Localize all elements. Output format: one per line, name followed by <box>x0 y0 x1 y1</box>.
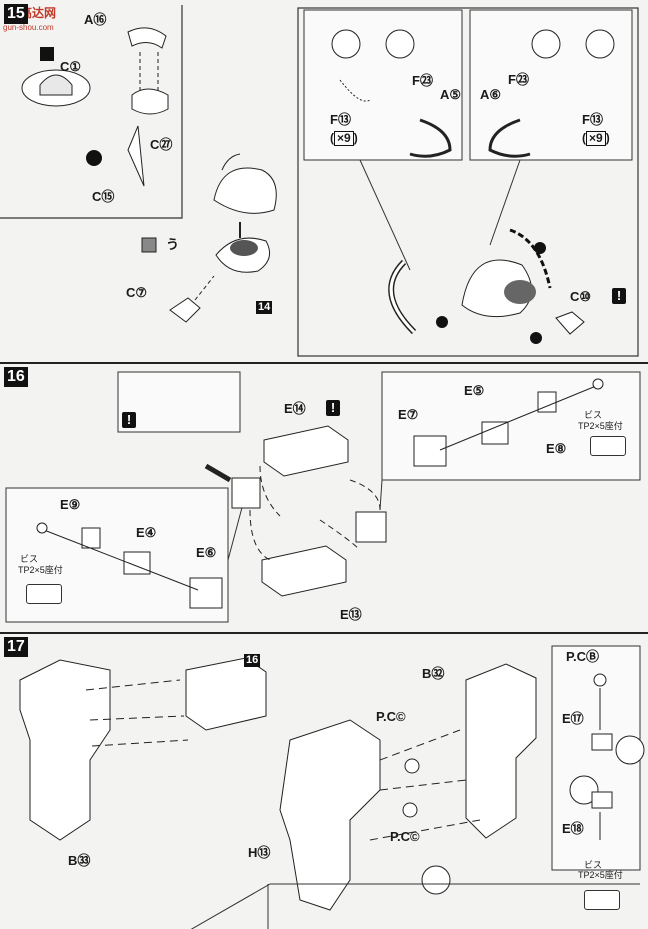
step-16-number: 16 <box>4 367 28 387</box>
part-f13-left-label: F⑬ <box>330 112 351 127</box>
part-f23-left-label: F㉓ <box>412 73 433 88</box>
part-e5-label: E⑤ <box>464 383 485 398</box>
part-e8-label: E⑧ <box>546 441 567 456</box>
caution-icon: ! <box>612 288 626 304</box>
part-pc-b-label: P.CⒷ <box>566 649 599 664</box>
step-17-number: 17 <box>4 637 28 657</box>
sub-step-14-badge: 14 <box>256 301 273 314</box>
part-c27-label: C㉗ <box>150 137 173 152</box>
quantity-x9-left: (×9) <box>330 131 358 146</box>
part-a5-label: A⑤ <box>440 87 462 102</box>
caution-icon: ! <box>326 400 340 416</box>
part-pc-c-upper-label: P.C© <box>376 709 406 724</box>
part-c10-label: C⑩ <box>570 289 592 304</box>
quantity-x9-right: (×9) <box>582 131 610 146</box>
part-b32-label: B㉜ <box>422 666 445 681</box>
part-e13-label: E⑬ <box>340 607 362 622</box>
part-f23-right-label: F㉓ <box>508 72 529 87</box>
step-15-number: 15 <box>4 4 28 24</box>
part-e4-label: E④ <box>136 525 157 540</box>
screw-size-right: TP2×5座付 <box>578 421 623 431</box>
part-a16-label: A⑯ <box>84 12 107 27</box>
part-h13-label: H⑬ <box>248 845 271 860</box>
logo-url: gun-shou.com <box>3 23 54 32</box>
screw-size-step17: TP2×5座付 <box>578 870 623 880</box>
screw-icon <box>590 436 626 456</box>
part-e17-label: E⑰ <box>562 711 584 726</box>
screw-label-step17: ビス <box>584 860 603 870</box>
screw-label-right: ビス <box>584 410 603 420</box>
screw-icon <box>26 584 62 604</box>
caution-icon: ! <box>122 412 136 428</box>
part-f13-right-label: F⑬ <box>582 112 603 127</box>
logo-text: 高达网 <box>20 6 57 20</box>
part-e18-label: E⑱ <box>562 821 584 836</box>
reference-u-label: う <box>166 237 180 252</box>
part-pc-c-lower-label: P.C© <box>390 829 420 844</box>
part-e14-label: E⑭ <box>284 401 306 416</box>
part-c1-label: C① <box>60 59 82 74</box>
reference-step-16-badge: 16 <box>244 654 261 667</box>
part-c15-label: C⑮ <box>92 189 115 204</box>
part-e6-label: E⑥ <box>196 545 217 560</box>
part-a6-label: A⑥ <box>480 87 502 102</box>
part-e7-label: E⑦ <box>398 407 419 422</box>
part-e9-label: E⑨ <box>60 497 81 512</box>
part-b33-label: B㉝ <box>68 853 91 868</box>
screw-label-left: ビス <box>20 554 39 564</box>
part-c7-label: C⑦ <box>126 285 148 300</box>
screw-icon <box>584 890 620 910</box>
screw-size-left: TP2×5座付 <box>18 565 63 575</box>
